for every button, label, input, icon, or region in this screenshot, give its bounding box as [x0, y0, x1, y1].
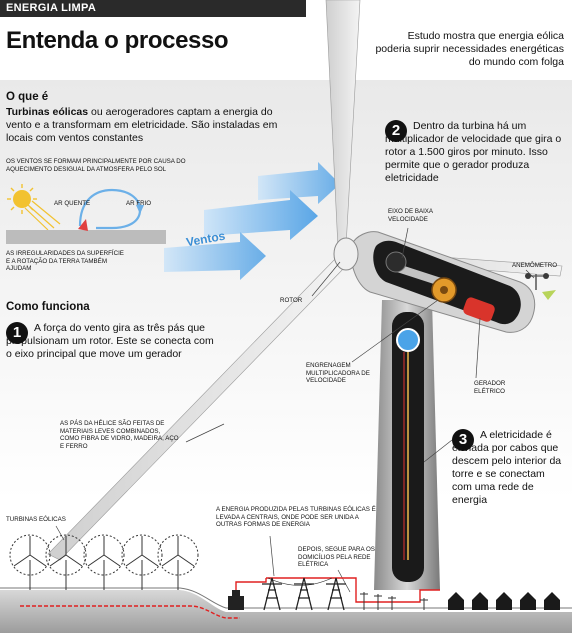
o-que-e-heading: O que é — [6, 91, 49, 103]
cold-air-label: AR FRIO — [126, 200, 152, 207]
gearbox-label: ENGRENAGEM MULTIPLICADORA DE VELOCIDADE — [306, 362, 370, 384]
wind-formation-diagram — [6, 184, 166, 244]
anemometer-icon — [525, 273, 556, 300]
como-funciona-heading: Como funciona — [6, 301, 90, 313]
hot-air-label: AR QUENTE — [54, 200, 91, 207]
step-1-badge: 1 — [6, 322, 28, 344]
centrals-label: A ENERGIA PRODUZIDA PELAS TURBINAS EÓLIC… — [216, 506, 376, 528]
anemometer-label: ANEMÔMETRO — [512, 262, 558, 269]
turbines-label: TURBINAS EÓLICAS — [6, 516, 66, 523]
irregularities-caption: AS IRREGULARIDADES DA SUPERFÍCIE E A ROT… — [6, 250, 124, 272]
blades-label: AS PÁS DA HÉLICE SÃO FEITAS DE MATERIAIS… — [60, 420, 179, 450]
page-title: Entenda o processo — [6, 27, 229, 54]
ground-top — [0, 587, 572, 609]
wind-formation-caption: OS VENTOS SE FORMAM PRINCIPALMENTE POR C… — [6, 158, 186, 173]
section-tag: ENERGIA LIMPA — [0, 0, 306, 17]
ground-strip — [6, 230, 166, 244]
power-pylons — [262, 577, 346, 611]
low-speed-shaft-label: EIXO DE BAIXA VELOCIDADE — [388, 208, 433, 223]
air-cycle-arrow — [78, 188, 142, 227]
step-3-badge: 3 — [452, 429, 474, 451]
step-2-text: Dentro da turbina há um multiplicador de… — [385, 120, 562, 184]
sun-icon — [13, 190, 31, 208]
o-que-e-text: Turbinas eólicas ou aerogeradores captam… — [6, 106, 291, 145]
power-cable — [20, 605, 240, 619]
wind-farm — [9, 534, 199, 590]
wind-arrows — [164, 162, 340, 280]
step-1-text: A força do vento gira as três pás que pr… — [6, 322, 214, 360]
houses — [448, 592, 560, 610]
utility-poles — [360, 592, 428, 610]
ground — [0, 590, 572, 633]
o-que-e-body: ou aerogeradores captam a energia do ven… — [6, 106, 278, 144]
generator-label: GERADOR ELÉTRICO — [474, 380, 506, 395]
intro-text: Estudo mostra que energia eólica poderia… — [375, 30, 564, 68]
homes-label: DEPOIS, SEGUE PARA OS DOMICÍLIOS PELA RE… — [298, 546, 375, 568]
step-3-text: A eletricidade é enviada por cabos que d… — [452, 429, 562, 506]
rotor-label: ROTOR — [280, 297, 303, 304]
substation — [228, 590, 244, 610]
step-2-badge: 2 — [385, 120, 407, 142]
o-que-e-lead: Turbinas eólicas — [6, 106, 89, 118]
generator — [463, 297, 495, 322]
